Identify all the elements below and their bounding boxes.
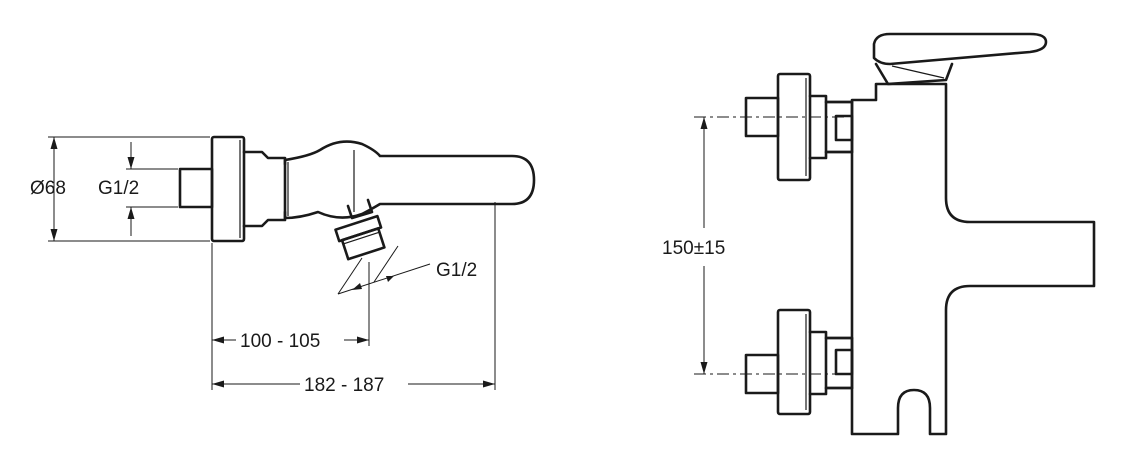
dim-outlet-offset-label: 100 - 105 <box>240 331 320 352</box>
outlet-thread <box>340 227 386 261</box>
front-mixer-body <box>850 82 1096 436</box>
arrow-icon <box>127 207 135 219</box>
outlet-ext-left <box>337 257 363 295</box>
dim-inlet-thread-label: G1/2 <box>98 178 139 199</box>
dim-outlet-thread-label: G1/2 <box>436 260 477 281</box>
wall-flange <box>210 135 246 243</box>
outlet-thread-line <box>343 231 380 245</box>
mixer-body <box>283 140 536 220</box>
arrow-icon <box>50 229 58 241</box>
outlet-ext-right <box>373 245 399 283</box>
dim-total-depth-label: 182 - 187 <box>304 375 384 396</box>
lower-flange <box>776 308 812 416</box>
lower-nut <box>824 336 854 390</box>
arrow-icon <box>483 380 495 388</box>
dim-diameter-label: Ø68 <box>30 178 66 199</box>
upper-connector <box>808 94 854 160</box>
arrow-icon <box>127 157 135 169</box>
arrow-icon <box>212 336 224 344</box>
lever-base <box>874 62 954 86</box>
arrow-icon <box>50 137 58 149</box>
lower-nut-insert <box>834 348 854 376</box>
arrow-icon <box>352 283 362 290</box>
upper-nut <box>824 100 854 154</box>
upper-flange <box>776 72 812 182</box>
inlet-stub <box>178 167 214 209</box>
front-view: 150±15 <box>662 32 1096 436</box>
arrow-icon <box>700 117 708 129</box>
outlet-dim-line <box>337 263 431 295</box>
upper-nut-insert <box>834 114 854 142</box>
lever-handle <box>872 32 1048 66</box>
lower-connector <box>808 330 854 396</box>
lever-detail-line <box>891 65 945 79</box>
arrow-icon <box>700 362 708 374</box>
outlet-neck <box>346 198 374 220</box>
body-neck <box>242 150 287 228</box>
arrow-icon <box>386 276 394 282</box>
side-view: Ø68 G1/2 G1/2 100 - 105 182 - 187 <box>30 135 536 396</box>
arrow-icon <box>357 336 369 344</box>
dim-center-distance-label: 150±15 <box>662 238 725 259</box>
arrow-icon <box>212 380 224 388</box>
